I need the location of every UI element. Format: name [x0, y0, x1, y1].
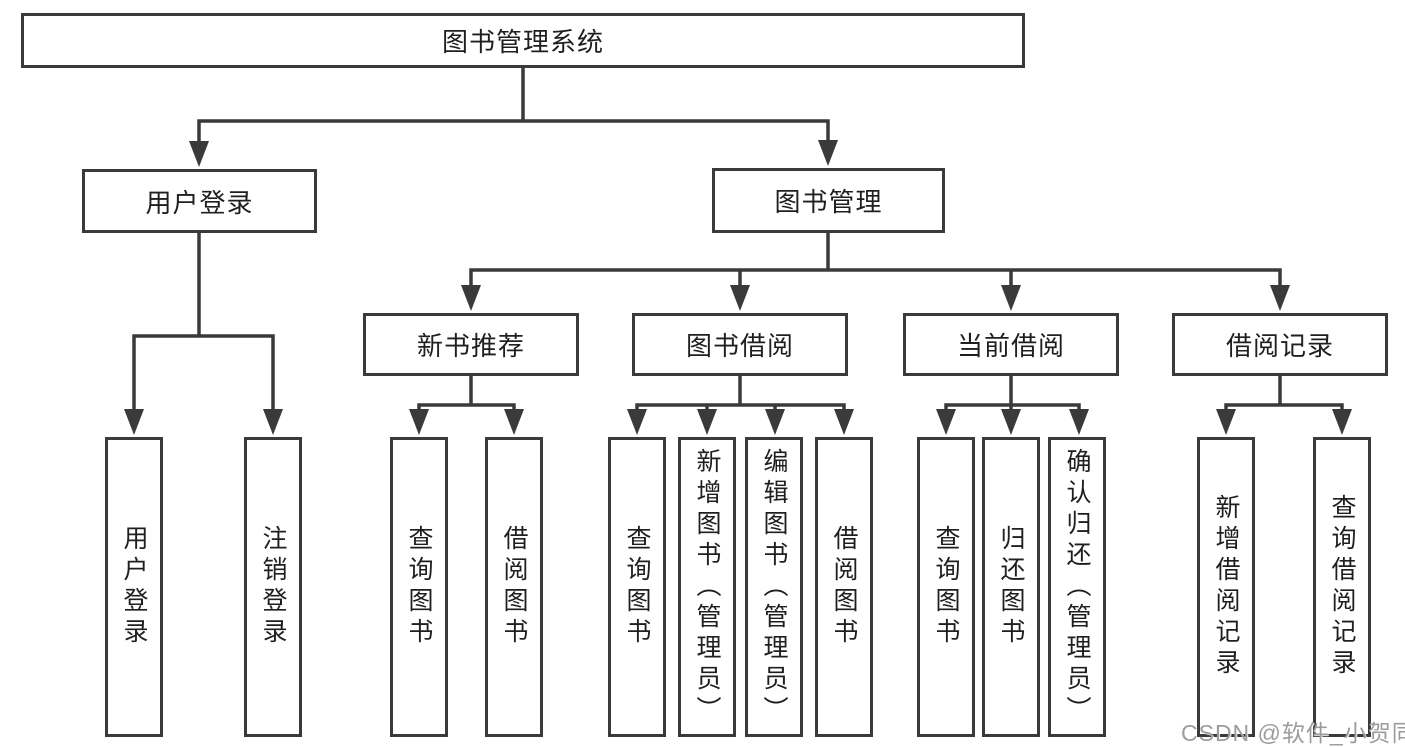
node-current-borrow: 当前借阅: [903, 313, 1119, 376]
leaf-return-books: 归还图书: [982, 437, 1040, 737]
leaf-borrow-books-2-label: 借阅图书: [830, 525, 858, 649]
leaf-query-borrow-record: 查询借阅记录: [1313, 437, 1371, 737]
leaf-logout-label: 注销登录: [259, 525, 287, 649]
leaf-borrow-books-2: 借阅图书: [815, 437, 873, 737]
node-user-login: 用户登录: [82, 169, 317, 233]
leaf-logout: 注销登录: [244, 437, 302, 737]
node-book-management: 图书管理: [712, 168, 945, 233]
leaf-query-books-1: 查询图书: [390, 437, 448, 737]
leaf-add-borrow-record-label: 新增借阅记录: [1212, 494, 1240, 680]
leaf-edit-books-admin: 编辑图书（管理员）: [745, 437, 803, 737]
node-new-book-recommend: 新书推荐: [363, 313, 579, 376]
leaf-query-books-3-label: 查询图书: [932, 525, 960, 649]
node-borrow-records: 借阅记录: [1172, 313, 1388, 376]
leaf-add-books-admin: 新增图书（管理员）: [678, 437, 736, 737]
leaf-borrow-books-1-label: 借阅图书: [500, 525, 528, 649]
leaf-query-books-2: 查询图书: [608, 437, 666, 737]
node-book-borrow-label: 图书借阅: [685, 331, 794, 361]
leaf-query-books-2-label: 查询图书: [623, 525, 651, 649]
leaf-user-login: 用户登录: [105, 437, 163, 737]
node-borrow-records-label: 借阅记录: [1225, 331, 1334, 361]
node-root-label: 图书管理系统: [441, 27, 604, 57]
leaf-confirm-return-admin-label: 确认归还（管理员）: [1063, 447, 1091, 727]
leaf-query-books-1-label: 查询图书: [405, 525, 433, 649]
leaf-query-books-3: 查询图书: [917, 437, 975, 737]
node-book-borrow: 图书借阅: [632, 313, 848, 376]
node-root-system: 图书管理系统: [21, 13, 1025, 68]
leaf-user-login-label: 用户登录: [120, 525, 148, 649]
node-user-login-label: 用户登录: [145, 187, 254, 218]
node-book-management-label: 图书管理: [774, 187, 883, 217]
leaf-query-borrow-record-label: 查询借阅记录: [1328, 494, 1356, 680]
leaf-return-books-label: 归还图书: [997, 525, 1025, 649]
node-new-book-recommend-label: 新书推荐: [416, 331, 525, 361]
node-current-borrow-label: 当前借阅: [956, 331, 1065, 361]
leaf-borrow-books-1: 借阅图书: [485, 437, 543, 737]
leaf-add-books-admin-label: 新增图书（管理员）: [693, 447, 721, 727]
leaf-confirm-return-admin: 确认归还（管理员）: [1048, 437, 1106, 737]
csdn-watermark: CSDN @软件_小贺同学: [1181, 720, 1405, 746]
leaf-add-borrow-record: 新增借阅记录: [1197, 437, 1255, 737]
leaf-edit-books-admin-label: 编辑图书（管理员）: [760, 447, 788, 727]
